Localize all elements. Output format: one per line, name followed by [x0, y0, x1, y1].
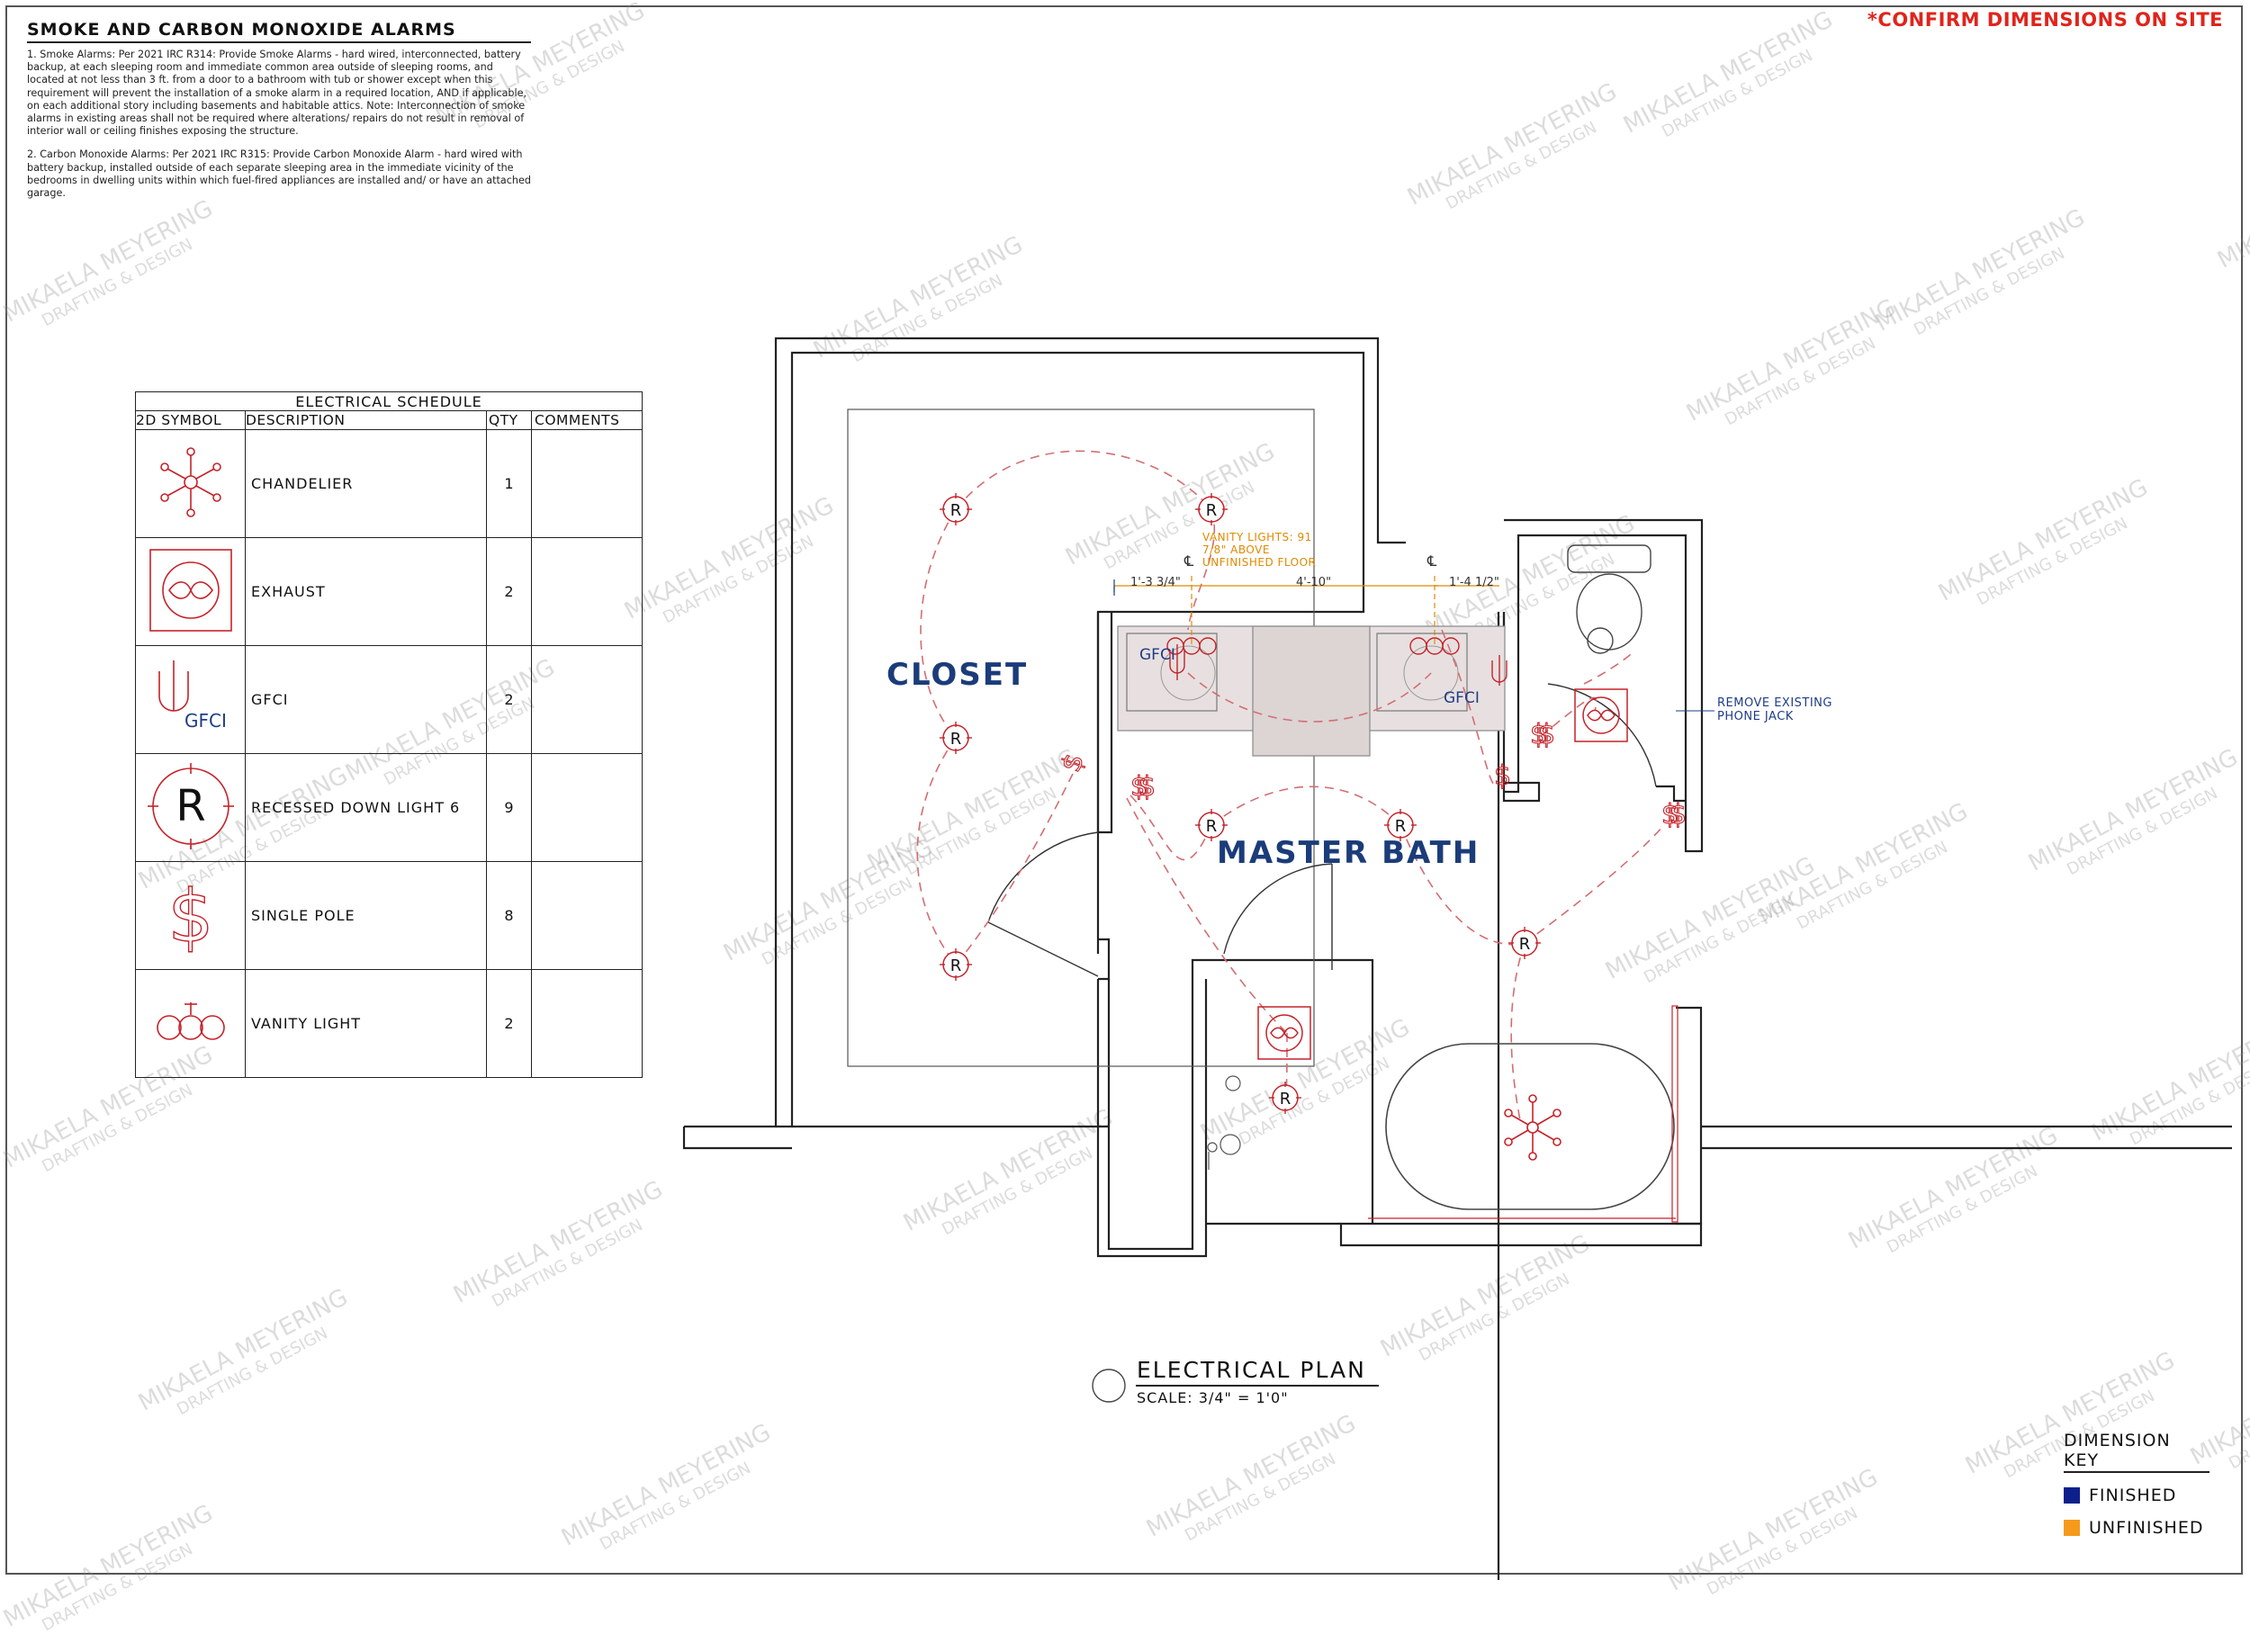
- switch-plan-icon: $: [1661, 799, 1678, 830]
- row-comments: [531, 537, 643, 646]
- switch-symbol: $: [167, 875, 213, 958]
- row-comments: [531, 861, 643, 970]
- row-qty: 9: [486, 753, 532, 862]
- switch-plan-icon: $: [1538, 719, 1555, 750]
- recessed-light-plan-icon: R: [1269, 1082, 1301, 1114]
- switches: $$$$$$$$: [1055, 718, 1688, 830]
- notes-title: SMOKE AND CARBON MONOXIDE ALARMS: [27, 20, 531, 43]
- dimension-1: 1'-3 3/4": [1130, 576, 1181, 589]
- recessed-light-letter: R: [950, 501, 962, 520]
- dimension-key-item: FINISHED: [2064, 1486, 2210, 1505]
- bathtub: [1368, 1005, 1678, 1223]
- recessed-light-letter: R: [1206, 817, 1218, 836]
- dimension-key-title: DIMENSION KEY: [2064, 1431, 2210, 1473]
- plan-title-bubble: [1092, 1369, 1126, 1403]
- finished-swatch: [2064, 1487, 2080, 1504]
- confirm-dimensions-note: *CONFIRM DIMENSIONS ON SITE: [1867, 9, 2223, 31]
- row-comments: [531, 429, 643, 538]
- vanity-light-height-note: VANITY LIGHTS: 91 7/8" ABOVE UNFINISHED …: [1202, 531, 1317, 569]
- vanity-light-plan-icon: [1166, 637, 1217, 655]
- row-comments: [531, 753, 643, 862]
- switch-plan-icon: $: [1130, 771, 1148, 803]
- gfci-symbol-label: GFCI: [184, 710, 227, 732]
- gfci-plan-icon: [1491, 655, 1508, 686]
- walls: [682, 337, 2232, 1580]
- smoke-alarm-note: 1. Smoke Alarms: Per 2021 IRC R314: Prov…: [27, 49, 527, 138]
- recessed-light-plan-icon: R: [1384, 809, 1417, 841]
- recessed-light-plan-icon: R: [940, 493, 972, 525]
- switch-plan-icon: $: [1138, 771, 1156, 803]
- gfci-plan-label: GFCI: [1139, 646, 1175, 664]
- toilet: [1567, 544, 1652, 654]
- row-comments: [531, 645, 643, 754]
- recessed-light-letter: R: [1206, 501, 1218, 520]
- plan-scale: SCALE: 3/4" = 1'0": [1137, 1389, 1289, 1406]
- room-label-master-bath: MASTER BATH: [1217, 835, 1480, 871]
- switch-plan-icon: $: [1670, 799, 1687, 830]
- recessed-light-plan-icon: R: [1195, 809, 1228, 841]
- vanity-dimension-line: [1113, 576, 1499, 644]
- row-description: SINGLE POLE: [245, 861, 487, 970]
- dimension-2: 4'-10": [1296, 576, 1332, 589]
- centerline-mark: ℄: [1427, 552, 1437, 570]
- recessed-light-plan-icon: R: [940, 948, 972, 981]
- co-alarm-note: 2. Carbon Monoxide Alarms: Per 2021 IRC …: [27, 148, 531, 200]
- schedule-title: ELECTRICAL SCHEDULE: [135, 391, 643, 411]
- recessed-light-letter: R: [1519, 935, 1531, 954]
- dimension-key-label: FINISHED: [2089, 1486, 2177, 1505]
- row-description: EXHAUST: [245, 537, 487, 646]
- dimension-key-item: UNFINISHED: [2064, 1518, 2210, 1538]
- table-row: $ SINGLE POLE 8: [135, 861, 643, 970]
- row-comments: [531, 969, 643, 1078]
- table-row: EXHAUST 2: [135, 537, 643, 646]
- row-description: GFCI: [245, 645, 487, 754]
- recessed-light-plan-icon: R: [1508, 927, 1541, 959]
- chandelier-icon: [135, 429, 246, 538]
- dimension-3: 1'-4 1/2": [1449, 576, 1499, 589]
- row-description: VANITY LIGHT: [245, 969, 487, 1078]
- recessed-light-letter: R: [1395, 817, 1407, 836]
- centerline-mark: ℄: [1184, 552, 1194, 570]
- recessed-light-plan-icon: R: [1195, 493, 1228, 525]
- row-qty: 2: [486, 537, 532, 646]
- gfci-outlet-icon: GFCI: [135, 645, 246, 754]
- row-qty: 8: [486, 861, 532, 970]
- table-row: GFCI GFCI 2: [135, 645, 643, 754]
- electrical-schedule: ELECTRICAL SCHEDULE 2D SYMBOL DESCRIPTIO…: [135, 391, 643, 1078]
- recessed-light-letter: R: [950, 956, 962, 975]
- gfci-plan-label: GFCI: [1444, 689, 1480, 707]
- vanity-counter: [1117, 625, 1506, 757]
- sheet-border: [5, 5, 2243, 1575]
- row-description: CHANDELIER: [245, 429, 487, 538]
- recessed-light-plan-icon: R: [940, 722, 972, 754]
- unfinished-swatch: [2064, 1520, 2080, 1536]
- alarm-notes: SMOKE AND CARBON MONOXIDE ALARMS 1. Smok…: [27, 20, 531, 211]
- dimension-key: DIMENSION KEY FINISHED UNFINISHED: [2064, 1431, 2210, 1538]
- dimension-key-label: UNFINISHED: [2089, 1518, 2204, 1538]
- col-header-comments: COMMENTS: [531, 410, 643, 430]
- room-label-closet: CLOSET: [886, 657, 1029, 693]
- table-row: VANITY LIGHT 2: [135, 969, 643, 1078]
- exhaust-fan-plan-icon: [1574, 688, 1628, 742]
- switch-plan-icon: $: [1494, 760, 1511, 792]
- plan-title: ELECTRICAL PLAN: [1137, 1357, 1366, 1383]
- chandelier-plan-icon: [1504, 1094, 1562, 1161]
- vanity-light-icon: [135, 969, 246, 1078]
- phone-jack-note: REMOVE EXISTING PHONE JACK: [1717, 696, 1832, 723]
- switch-plan-icon: $: [1056, 750, 1091, 777]
- recessed-lights: R R R R R R R R: [940, 493, 1541, 1114]
- vanity-light-plan-icon: [1409, 637, 1460, 655]
- single-pole-switch-icon: $: [135, 861, 246, 970]
- recessed-light-letter: R: [1280, 1090, 1292, 1109]
- shower-fixtures: [1207, 1075, 1241, 1170]
- recessed-light-icon: R: [135, 753, 246, 862]
- gfci-plan-icon: [1169, 644, 1185, 680]
- row-qty: 2: [486, 645, 532, 754]
- recessed-symbol-letter: R: [176, 781, 205, 831]
- exhaust-fan-plan-icon: [1257, 1006, 1311, 1060]
- recessed-light-letter: R: [950, 730, 962, 749]
- switch-plan-icon: $: [1530, 719, 1547, 750]
